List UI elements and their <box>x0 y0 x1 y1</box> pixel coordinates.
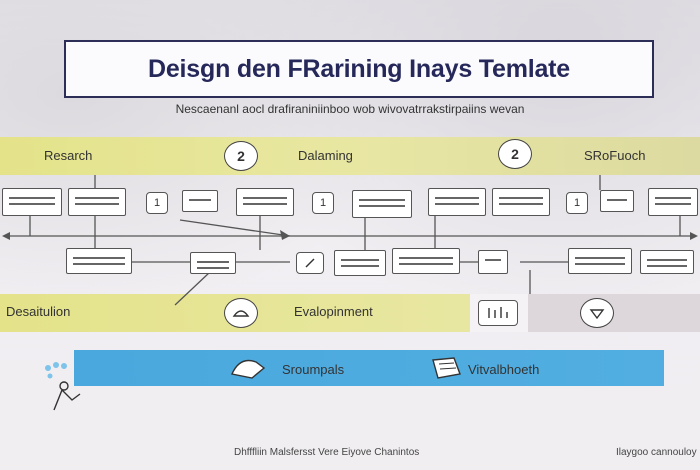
flow-node <box>182 190 218 212</box>
chart-icon <box>478 300 518 326</box>
proposals-band <box>74 350 664 386</box>
band-label-desolution: Desaitulion <box>6 304 71 319</box>
research-band <box>0 137 700 175</box>
flow-step-number: 1 <box>146 192 168 214</box>
flow-node <box>640 250 694 274</box>
flow-node <box>334 250 386 276</box>
band-label-development: Evalopinment <box>294 304 373 319</box>
document-icon <box>430 356 464 385</box>
flow-node <box>478 250 508 274</box>
flow-node <box>568 248 632 274</box>
flow-node <box>428 188 486 216</box>
flow-step-icon <box>296 252 324 274</box>
flow-node <box>2 188 62 216</box>
band-right-segment <box>528 294 700 332</box>
flow-node <box>66 248 132 274</box>
person-icon <box>40 360 86 421</box>
band-label-search: SRoFuoch <box>584 148 646 163</box>
band-label-virtualbooth: Vitvalbhoeth <box>468 362 540 377</box>
step-badge-2: 2 <box>498 139 532 169</box>
band-label-research: Resarch <box>44 148 93 163</box>
flow-node <box>492 188 550 216</box>
step-icon-right <box>580 298 614 328</box>
footer-caption: Dhfffliin Malsfersst Vere Eiyove Chanint… <box>234 447 420 458</box>
flow-node <box>392 248 460 274</box>
flow-node <box>648 188 698 216</box>
page-title: Deisgn den FRarining Inays Temlate <box>148 54 570 83</box>
footer-note: Ilaygoo cannouloy <box>616 447 697 458</box>
flow-step-number: 1 <box>566 192 588 214</box>
flow-node <box>68 188 126 216</box>
flow-node <box>600 190 634 212</box>
flow-node <box>190 252 236 274</box>
flow-node <box>236 188 294 216</box>
step-badge-1: 2 <box>224 141 258 171</box>
flow-node <box>352 190 412 218</box>
flow-step-number: 1 <box>312 192 334 214</box>
subtitle: Nescaenanl aocl drafiraniniinboo wob wiv… <box>175 102 525 116</box>
band-label-proposals: Sroumpals <box>282 362 345 377</box>
step-icon-development <box>224 298 258 328</box>
band-label-planning: Dalaming <box>298 148 353 163</box>
title-banner: Deisgn den FRarining Inays Temlate <box>64 40 654 98</box>
hand-icon <box>228 354 268 387</box>
